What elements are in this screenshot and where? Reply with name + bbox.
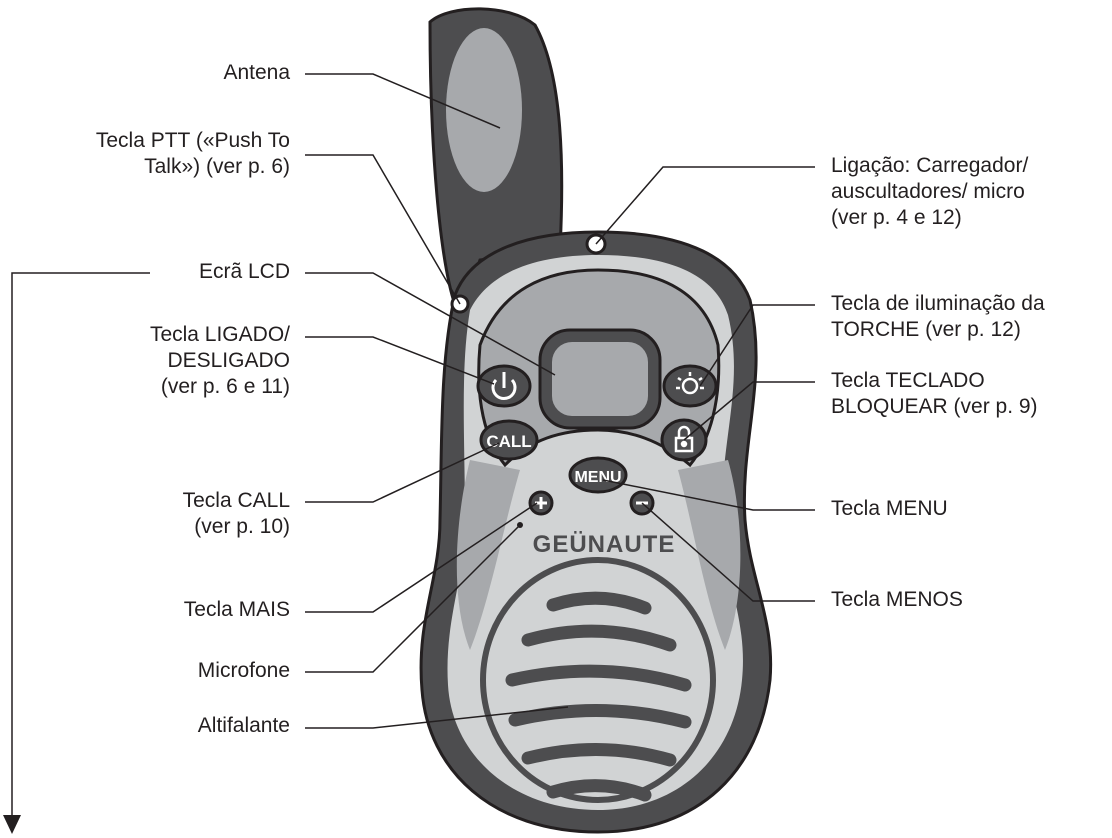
label-menu: Tecla MENU: [831, 496, 948, 522]
label-lcd: Ecrã LCD: [199, 259, 290, 285]
label-torch: Tecla de iluminação da TORCHE (ver p. 12…: [831, 291, 1045, 343]
menu-button-text: MENU: [574, 469, 621, 486]
label-lock: Tecla TECLADO BLOQUEAR (ver p. 9): [831, 368, 1038, 420]
menu-button[interactable]: MENU: [570, 458, 626, 492]
label-minus: Tecla MENOS: [831, 587, 963, 613]
power-button[interactable]: [478, 366, 530, 406]
lcd-screen: [552, 342, 648, 416]
label-antenna: Antena: [223, 60, 290, 86]
label-connector: Ligação: Carregador/ auscultadores/ micr…: [831, 153, 1028, 231]
brand-logo: GEÜNAUTE: [533, 531, 676, 558]
call-button[interactable]: CALL: [481, 421, 537, 459]
label-mic: Microfone: [198, 658, 290, 684]
call-button-text: CALL: [486, 432, 531, 451]
label-plus: Tecla MAIS: [184, 597, 290, 623]
arrow-head: [3, 815, 21, 834]
label-speaker: Altifalante: [198, 713, 290, 739]
label-ptt: Tecla PTT («Push To Talk») (ver p. 6): [96, 128, 290, 180]
plus-button[interactable]: [530, 492, 552, 514]
label-power: Tecla LIGADO/ DESLIGADO (ver p. 6 e 11): [150, 322, 290, 400]
torch-button[interactable]: [664, 366, 716, 406]
label-call: Tecla CALL (ver p. 10): [183, 488, 290, 540]
